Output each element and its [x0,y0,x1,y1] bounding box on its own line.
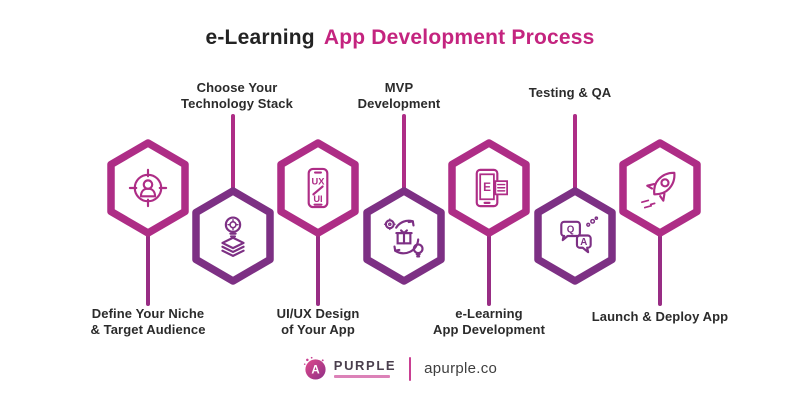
technology-stack-icon [210,213,257,260]
title-highlight: App Development Process [323,26,595,49]
hexagon-step-2 [189,186,277,286]
target-audience-icon [125,165,172,212]
step-label-elearning-development: e-Learning App Development [432,306,545,337]
e-letter: E [483,181,491,194]
logo-name: Purple [333,358,397,373]
hexagon-frame [277,139,359,237]
elearning-app-icon: E [466,165,513,212]
purple-logo-icon: A [303,356,326,380]
connector-line [487,230,491,306]
step-label-testing-qa: Testing & QA [528,85,612,100]
step-label-define-niche: Define Your Niche & Target Audience [90,306,206,337]
a-letter: A [580,237,587,248]
connector-line [316,230,320,306]
connector-line [146,230,150,306]
site-url: apurple.co [424,360,498,377]
page-title: e-Learning App Development Process [0,26,800,50]
step-label-launch-deploy: Launch & Deploy App [591,309,729,324]
step-label-technology-stack: Choose Your Technology Stack [181,80,293,111]
step-label-mvp-development: MVP Development [357,80,441,111]
mvp-development-icon [381,213,428,260]
hexagon-step-3: UX UI [274,138,362,238]
q-letter: Q [567,225,575,236]
logo-tagline [333,375,390,378]
logo-texts: Purple [333,358,397,378]
logo-initial: A [311,365,320,377]
hexagon-step-1 [104,138,192,238]
footer-divider [409,356,412,381]
hexagon-step-7 [616,138,704,238]
hexagon-step-6: Q A [531,186,619,286]
ui-label: UI [313,194,322,204]
rocket-icon [637,165,684,212]
step-label-uiux-design: UI/UX Design of Your App [276,306,360,337]
connector-line [231,114,235,192]
title-prefix: e-Learning [205,26,315,49]
hexagon-frame [448,139,530,237]
hexagon-step-5: E [445,138,533,238]
ux-label: UX [312,177,326,187]
testing-qa-icon: Q A [552,213,599,260]
connector-line [658,230,662,306]
ux-ui-design-icon: UX UI [295,165,342,212]
hexagon-step-4 [360,186,448,286]
hexagon-frame [619,139,701,237]
connector-line [573,114,577,192]
footer: A Purple apurple.co [0,356,800,381]
purple-logo: A Purple [303,356,396,381]
connector-line [402,114,406,192]
